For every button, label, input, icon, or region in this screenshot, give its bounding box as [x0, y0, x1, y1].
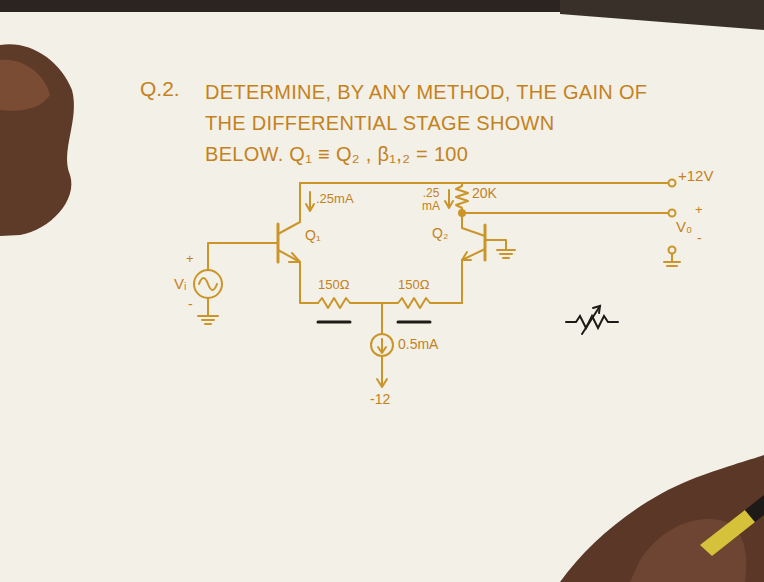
terminal [669, 247, 676, 254]
ground-symbol [667, 265, 677, 267]
polarity-sign: + [186, 252, 194, 266]
polarity-sign: + [695, 203, 703, 217]
supply-label: +12V [678, 168, 713, 185]
current-label: 0.5mA [398, 337, 438, 352]
wire [381, 356, 383, 386]
transistor-symbol [462, 249, 485, 303]
transistor-label: Q₁ [305, 228, 321, 243]
wire [462, 212, 668, 214]
ground-symbol [503, 257, 509, 259]
marker [700, 510, 755, 556]
given-values: Q₁ ≡ Q₂ , β₁,₂ = 100 [289, 143, 468, 165]
top-shadow [560, 0, 764, 30]
hand [0, 44, 74, 236]
current-source [371, 334, 393, 356]
question-number: Q.2. [140, 77, 180, 100]
variable-arrow [593, 306, 600, 313]
transistor-label: Q₂ [432, 226, 448, 241]
arrowhead [289, 253, 300, 262]
current-arrow [306, 204, 314, 211]
signal-name: V₀ [676, 219, 692, 236]
ground-symbol [497, 249, 515, 251]
current-source [381, 339, 383, 352]
node-dot [459, 210, 465, 216]
arrowhead [377, 379, 387, 387]
arrowhead [462, 252, 471, 260]
current-arrow [309, 192, 311, 210]
resistor-value: 150Ω [318, 278, 349, 292]
wire [208, 243, 278, 270]
underline-mark [318, 321, 350, 324]
supply-label: -12 [370, 392, 390, 407]
wire [207, 298, 209, 316]
transistor-symbol [484, 225, 487, 260]
resistor-value: 20K [472, 186, 497, 201]
ground-symbol [202, 319, 214, 321]
paper [0, 12, 764, 582]
polarity-sign: - [697, 231, 702, 246]
hand [560, 455, 764, 582]
wire [671, 254, 673, 262]
resistor-symbol [318, 298, 462, 308]
wire [300, 182, 668, 184]
underline-mark [398, 321, 430, 324]
ground-symbol [198, 315, 218, 317]
current-source [378, 347, 386, 353]
polarity-sign: - [188, 297, 193, 312]
source-symbol [199, 278, 217, 290]
current-arrow [448, 190, 450, 207]
transistor-symbol [278, 183, 300, 234]
resistor-value: 150Ω [398, 278, 429, 292]
wire [381, 303, 383, 334]
question-text: DETERMINE, BY ANY METHOD, THE GAIN OF TH… [205, 77, 655, 170]
hand [0, 60, 50, 111]
marker [745, 495, 764, 522]
ground-symbol [205, 323, 211, 325]
variable-arrow [582, 306, 600, 334]
ground-symbol [664, 261, 680, 263]
current-label: .25mA [316, 192, 354, 206]
terminal [669, 180, 676, 187]
transistor-symbol [278, 250, 318, 303]
terminal [669, 210, 676, 217]
current-arrow [445, 201, 453, 208]
wire [485, 240, 506, 250]
source-symbol [194, 270, 222, 298]
ground-symbol [500, 253, 512, 255]
current-label: .25 mA [418, 187, 444, 213]
signal-name: Vᵢ [174, 276, 186, 293]
